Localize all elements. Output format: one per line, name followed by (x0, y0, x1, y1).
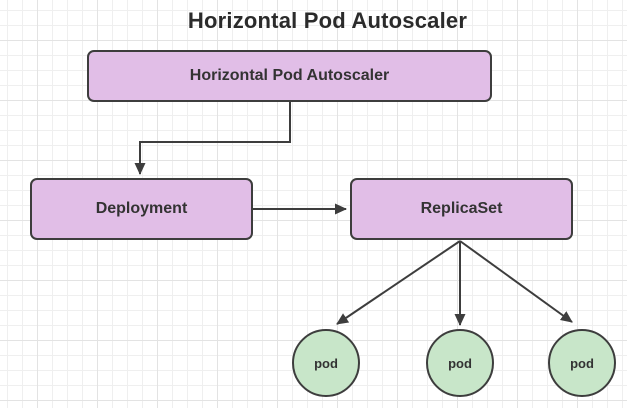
node-pod-1-label: pod (314, 355, 338, 371)
node-hpa: Horizontal Pod Autoscaler (87, 50, 492, 102)
node-pod-3-label: pod (570, 355, 594, 371)
node-replicaset-label: ReplicaSet (420, 200, 503, 217)
node-pod-1: pod (292, 329, 360, 397)
node-pod-2-label: pod (448, 355, 472, 371)
edge-replicaset-pod-3 (459, 240, 573, 323)
edge-hpa-deployment (134, 102, 291, 175)
node-deployment-label: Deployment (95, 200, 188, 217)
node-hpa-label: Horizontal Pod Autoscaler (189, 67, 390, 84)
edge-replicaset-pod-1 (336, 240, 461, 325)
diagram-title: Horizontal Pod Autoscaler (187, 8, 468, 33)
node-replicaset: ReplicaSet (350, 178, 573, 240)
node-deployment: Deployment (30, 178, 253, 240)
node-pod-3: pod (548, 329, 616, 397)
node-pod-2: pod (426, 329, 494, 397)
